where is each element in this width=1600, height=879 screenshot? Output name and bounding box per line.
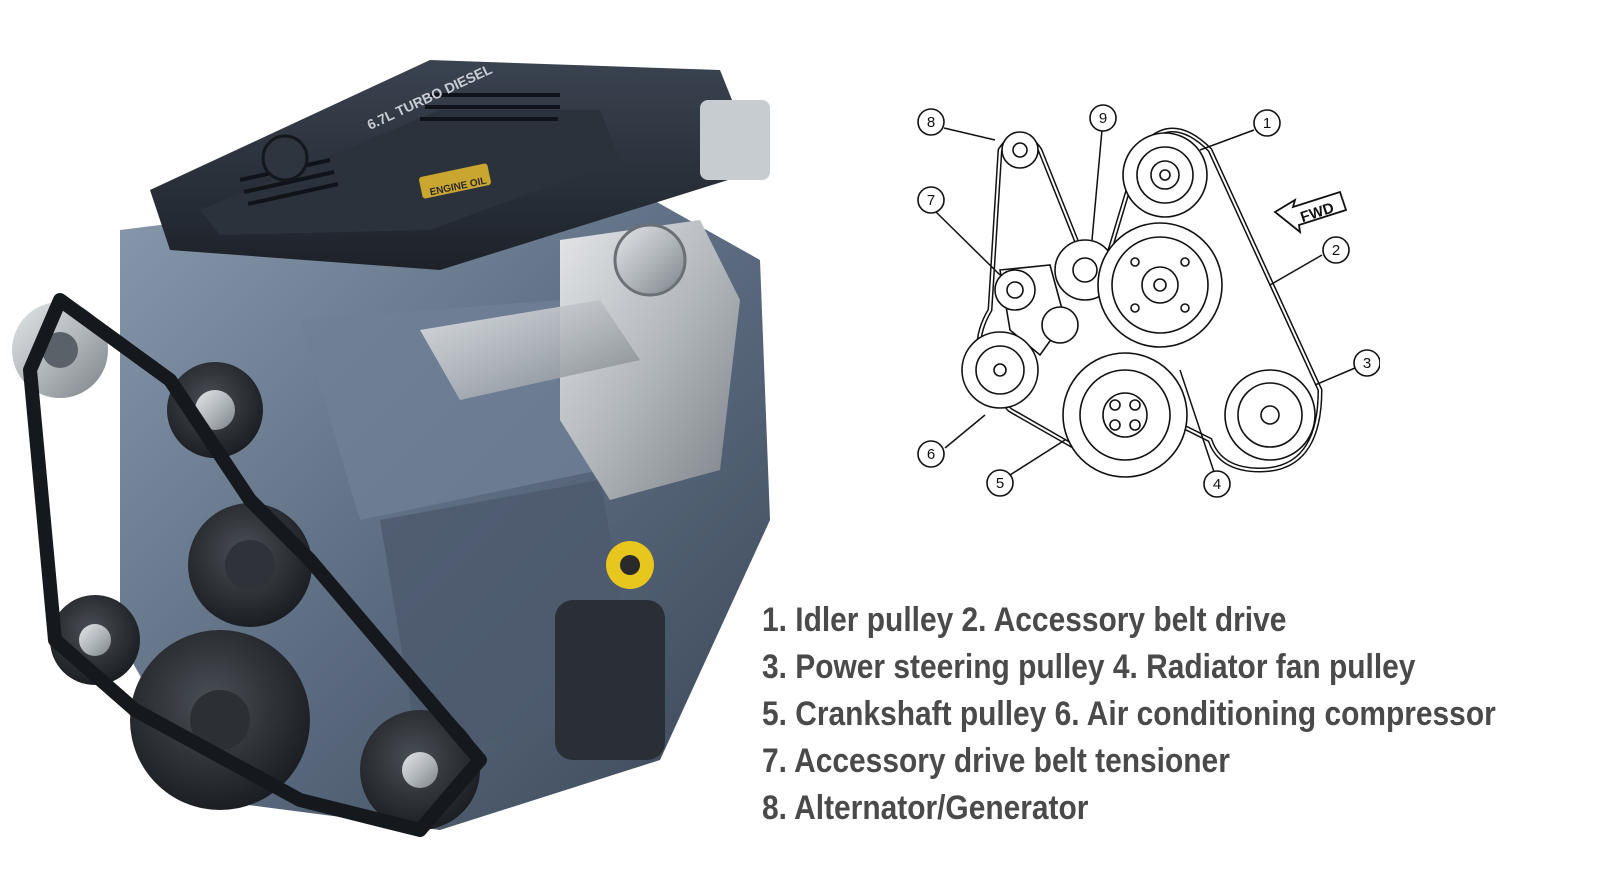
valve-cover: 6.7L TURBO DIESEL ENGINE OIL [150,60,760,270]
callout-9: 9 [1089,104,1117,132]
belt-routing-diagram: FWD 8 9 1 7 2 3 6 5 4 [917,104,1380,498]
callout-7: 7 [917,186,945,214]
crankshaft-pulley [1062,352,1188,478]
svg-text:9: 9 [1099,110,1107,127]
fwd-arrow: FWD [1273,190,1348,235]
callout-2: 2 [1322,236,1350,264]
serpentine-belt [23,293,487,837]
svg-text:5: 5 [996,475,1004,492]
pulley-idler [1122,132,1208,218]
svg-text:4: 4 [1213,476,1221,493]
legend-line: 3. Power steering pulley 4. Radiator fan… [762,648,1416,686]
oil-filter [555,600,665,760]
callout-6: 6 [917,440,945,468]
callout-3: 3 [1353,349,1380,377]
svg-text:3: 3 [1363,355,1371,372]
legend-line: 8. Alternator/Generator [762,789,1089,827]
engine-photo: 6.7L TURBO DIESEL ENGINE OIL [12,60,770,837]
legend-line: 7. Accessory drive belt tensioner [762,742,1230,780]
pulley-alternator [1001,131,1039,169]
callout-8: 8 [917,108,945,136]
ac-compressor [961,331,1039,409]
callout-1: 1 [1253,109,1281,137]
legend-line: 1. Idler pulley 2. Accessory belt drive [762,601,1287,639]
callout-4: 4 [1203,470,1231,498]
belt-tensioner [994,264,1079,357]
callout-5: 5 [986,469,1014,497]
svg-text:7: 7 [927,192,935,209]
intake-turbo [420,100,770,500]
svg-text:6: 6 [927,446,935,463]
svg-text:2: 2 [1332,242,1340,259]
svg-text:1: 1 [1263,115,1271,132]
svg-text:8: 8 [927,114,935,131]
parts-legend: 1. Idler pulley 2. Accessory belt drive … [762,597,1496,832]
pulley-fan [1097,222,1223,348]
legend-line: 5. Crankshaft pulley 6. Air conditioning… [762,695,1496,733]
power-steering-pulley [1224,369,1316,461]
